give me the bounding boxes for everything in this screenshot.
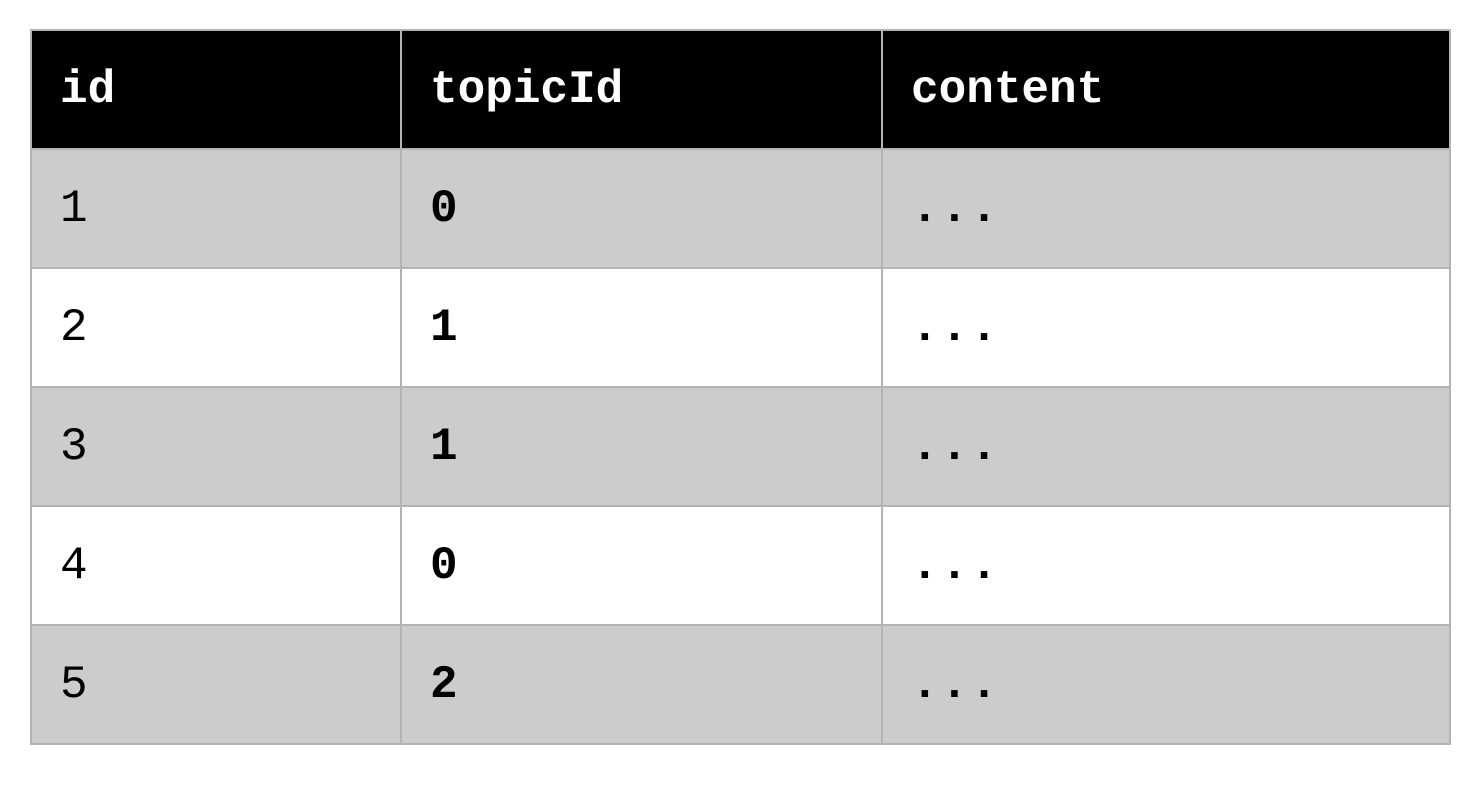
table-row: 4 0 ... bbox=[30, 505, 1451, 626]
table-row: 2 1 ... bbox=[30, 267, 1451, 388]
data-table: id topicId content 1 0 ... 2 1 ... 3 1 .… bbox=[30, 29, 1451, 745]
cell-content: ... bbox=[881, 505, 1451, 626]
cell-id: 5 bbox=[30, 624, 402, 745]
cell-id: 1 bbox=[30, 148, 402, 269]
table-row: 5 2 ... bbox=[30, 624, 1451, 745]
cell-topicid: 1 bbox=[400, 386, 883, 507]
cell-content: ... bbox=[881, 267, 1451, 388]
cell-content: ... bbox=[881, 148, 1451, 269]
header-cell-id: id bbox=[30, 29, 402, 150]
table-header: id topicId content bbox=[30, 29, 1451, 150]
cell-topicid: 0 bbox=[400, 505, 883, 626]
table-row: 1 0 ... bbox=[30, 148, 1451, 269]
cell-topicid: 2 bbox=[400, 624, 883, 745]
table-body: 1 0 ... 2 1 ... 3 1 ... 4 0 ... 5 2 ... bbox=[30, 148, 1451, 745]
cell-id: 3 bbox=[30, 386, 402, 507]
header-cell-topicid: topicId bbox=[400, 29, 883, 150]
cell-id: 4 bbox=[30, 505, 402, 626]
cell-content: ... bbox=[881, 624, 1451, 745]
cell-topicid: 0 bbox=[400, 148, 883, 269]
cell-topicid: 1 bbox=[400, 267, 883, 388]
header-row: id topicId content bbox=[30, 29, 1451, 150]
cell-id: 2 bbox=[30, 267, 402, 388]
header-cell-content: content bbox=[881, 29, 1451, 150]
table-row: 3 1 ... bbox=[30, 386, 1451, 507]
cell-content: ... bbox=[881, 386, 1451, 507]
